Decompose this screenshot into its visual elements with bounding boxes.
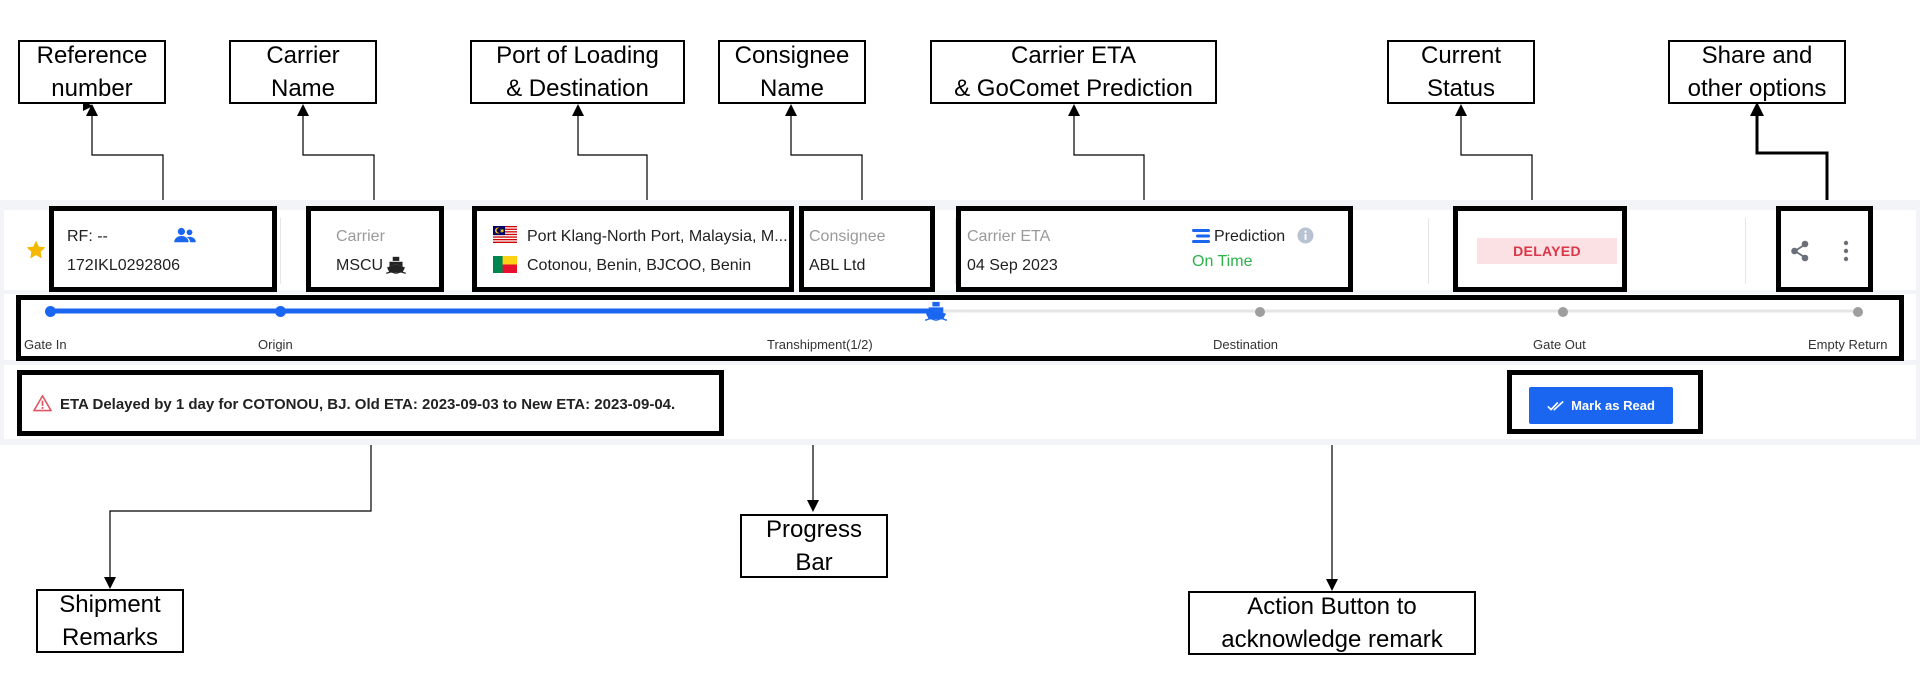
milestone-dot-gate-in — [45, 306, 56, 317]
divider — [280, 218, 281, 284]
divider — [955, 218, 956, 284]
annotation-progress-bar: Progress Bar — [740, 514, 888, 578]
highlight-ports — [472, 206, 794, 292]
star-icon[interactable] — [25, 239, 47, 261]
carrier-value: MSCU — [336, 257, 384, 274]
flag-benin-icon — [493, 256, 517, 273]
reference-label: RF: -- — [67, 228, 108, 245]
milestone-dot-origin — [275, 306, 286, 317]
progress-row — [4, 294, 1916, 360]
annotation-shipment-remarks: Shipment Remarks — [36, 589, 184, 653]
port-of-destination: Cotonou, Benin, BJCOO, Benin — [527, 257, 752, 274]
carrier-label: Carrier — [336, 228, 385, 245]
annotation-carrier-name: Carrier Name — [229, 40, 377, 104]
flag-malaysia-icon — [493, 226, 517, 243]
consignee-label: Consignee — [809, 228, 886, 245]
milestone-dot-empty-return — [1853, 307, 1863, 317]
divider — [1428, 218, 1429, 284]
eta-label: Carrier ETA — [967, 228, 1051, 245]
highlight-carrier — [306, 206, 444, 292]
milestone-label-gate-in: Gate In — [24, 337, 67, 352]
annotation-action-button: Action Button to acknowledge remark — [1188, 591, 1476, 655]
annotation-consignee-name: Consignee Name — [718, 40, 866, 104]
highlight-reference — [49, 206, 277, 292]
milestone-dot-destination — [1255, 307, 1265, 317]
warning-icon — [33, 395, 52, 412]
highlight-action-button — [1507, 370, 1703, 434]
divider — [1745, 218, 1746, 284]
mark-as-read-button[interactable]: Mark as Read — [1529, 387, 1673, 424]
remark-text: ETA Delayed by 1 day for COTONOU, BJ. Ol… — [60, 396, 676, 413]
prediction-icon — [1192, 229, 1210, 243]
more-vertical-icon[interactable] — [1840, 240, 1852, 262]
annotation-ports: Port of Loading & Destination — [470, 40, 685, 104]
annotation-reference-number: Reference number — [18, 40, 166, 104]
milestone-label-gate-out: Gate Out — [1533, 337, 1586, 352]
highlight-share-options — [1776, 206, 1873, 292]
highlight-progress-bar — [16, 295, 1904, 361]
highlight-remark — [17, 370, 724, 436]
mark-as-read-label: Mark as Read — [1571, 398, 1655, 413]
prediction-value: On Time — [1192, 253, 1253, 270]
milestone-dot-gate-out — [1558, 307, 1568, 317]
users-icon[interactable] — [174, 227, 196, 245]
highlight-consignee — [799, 206, 935, 292]
milestone-label-destination: Destination — [1213, 337, 1279, 352]
milestone-label-empty-return: Empty Return — [1808, 337, 1888, 352]
milestone-label-transhipment: Transhipment(1/2) — [767, 337, 873, 352]
info-icon[interactable] — [1297, 227, 1314, 244]
consignee-value: ABL Ltd — [809, 257, 866, 274]
prediction-label: Prediction — [1214, 228, 1286, 245]
port-of-loading: Port Klang-North Port, Malaysia, M... — [527, 228, 788, 245]
status-badge: DELAYED — [1477, 238, 1617, 264]
reference-number: 172IKL0292806 — [67, 257, 180, 274]
eta-value: 04 Sep 2023 — [967, 257, 1058, 274]
annotation-eta-prediction: Carrier ETA & GoComet Prediction — [930, 40, 1217, 104]
share-icon[interactable] — [1790, 240, 1810, 262]
milestone-label-origin: Origin — [258, 337, 293, 352]
ship-icon — [925, 301, 947, 321]
annotation-share-options: Share and other options — [1668, 40, 1846, 104]
double-check-icon — [1547, 400, 1564, 411]
highlight-status — [1453, 206, 1627, 292]
ship-icon — [386, 256, 406, 274]
highlight-eta-prediction — [956, 206, 1353, 292]
annotation-current-status: Current Status — [1387, 40, 1535, 104]
